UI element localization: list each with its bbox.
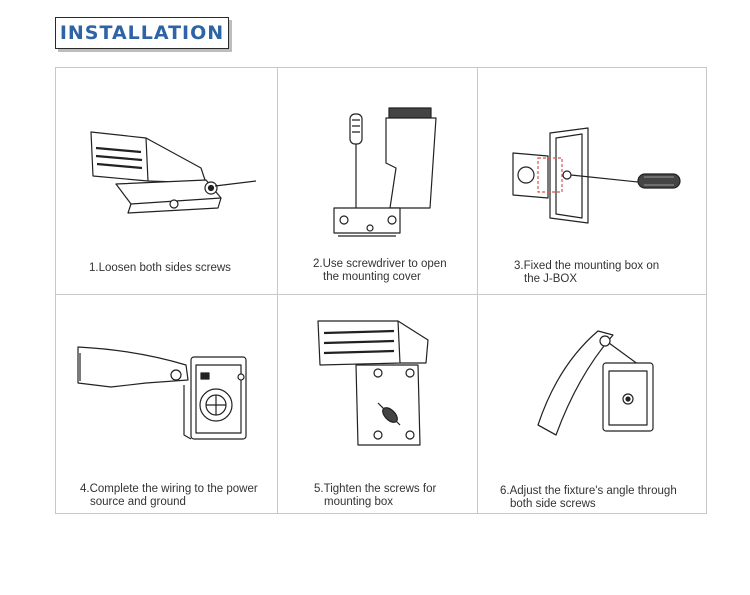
step-caption-line: the mounting cover [323, 271, 421, 283]
step-caption-line: 3.Fixed the mounting box on [514, 260, 660, 272]
step-caption-line: the J-BOX [524, 273, 578, 285]
grid-divider [56, 294, 706, 295]
step-1-illustration [90, 131, 257, 214]
grid-divider [477, 68, 478, 513]
step-6-panel: 6.Adjust the fixture's angle through bot… [478, 295, 706, 515]
step-4-caption: 4.Complete the wiring to the power sourc… [80, 483, 258, 509]
step-4-panel: 4.Complete the wiring to the power sourc… [56, 295, 277, 515]
step-caption-line: 2.Use screwdriver to open [313, 258, 447, 270]
step-caption-line: source and ground [90, 496, 186, 508]
step-caption-line: mounting box [324, 496, 394, 508]
step-5-panel: 5.Tighten the screws for mounting box [278, 295, 477, 515]
step-6-caption: 6.Adjust the fixture's angle through bot… [500, 485, 677, 511]
installation-steps-grid: 1.Loosen both sides screws 2.Use screwdr… [55, 67, 707, 514]
step-caption-line: 1.Loosen both sides screws [89, 262, 231, 274]
step-caption-line: 4.Complete the wiring to the power [80, 483, 258, 495]
step-5-caption: 5.Tighten the screws for mounting box [314, 483, 436, 509]
section-title: INSTALLATION [59, 22, 225, 44]
step-2-illustration [333, 107, 437, 237]
grid-divider [277, 68, 278, 513]
step-3-caption: 3.Fixed the mounting box on the J-BOX [514, 260, 659, 286]
step-caption-line: 6.Adjust the fixture's angle through [500, 485, 677, 497]
step-2-caption: 2.Use screwdriver to open the mounting c… [313, 258, 447, 284]
step-3-panel: 3.Fixed the mounting box on the J-BOX [478, 68, 706, 294]
step-1-panel: 1.Loosen both sides screws [56, 68, 277, 294]
step-5-illustration [317, 320, 429, 446]
step-6-illustration [537, 330, 654, 436]
step-1-caption: 1.Loosen both sides screws [89, 262, 231, 275]
step-4-illustration [77, 346, 247, 440]
step-caption-line: both side screws [510, 498, 596, 510]
step-3-illustration [512, 127, 681, 224]
step-2-panel: 2.Use screwdriver to open the mounting c… [278, 68, 477, 294]
step-caption-line: 5.Tighten the screws for [314, 483, 437, 495]
section-title-box: INSTALLATION [55, 17, 229, 49]
